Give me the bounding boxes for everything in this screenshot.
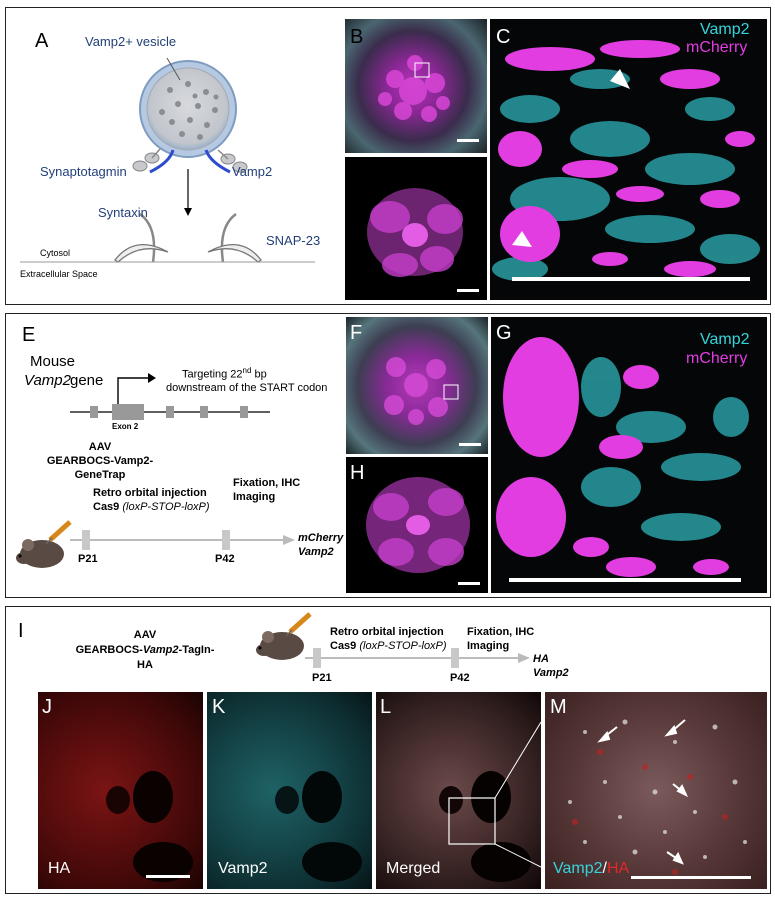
legend-g-vamp2: Vamp2 — [700, 331, 750, 348]
p21-e: P21 — [78, 553, 98, 565]
vesicle-dots — [159, 81, 219, 140]
gene-diagram — [70, 373, 270, 420]
panel-letter-f: F — [350, 322, 363, 344]
micrograph-g — [491, 317, 767, 593]
label-ha: HA — [48, 860, 71, 877]
aav-genetrap-label: AAV GEARBOCS-Vamp2- GeneTrap — [46, 441, 154, 481]
vesicle-label: Vamp2+ vesicle — [85, 34, 177, 49]
vamp2-gene-name: Vamp2 — [24, 372, 71, 389]
vamp2-label: Vamp2 — [232, 164, 273, 179]
targeting-line2: downstream of the START codon — [166, 382, 328, 394]
label-vamp2: Vamp2 — [218, 860, 268, 877]
micrograph-b — [345, 19, 487, 153]
micrograph-k — [207, 692, 372, 889]
syntaxin-label: Syntaxin — [98, 205, 148, 220]
panel-letter-k: K — [212, 696, 226, 718]
micrograph-c — [490, 19, 767, 300]
micrograph-f — [346, 317, 488, 454]
label-merged: Merged — [386, 860, 441, 877]
panel-letter-d: D — [350, 163, 365, 185]
fixation-e: Fixation, IHC Imaging — [233, 477, 301, 503]
panel-letter-e: E — [22, 324, 36, 346]
p21-i: P21 — [312, 672, 332, 684]
micrograph-m — [545, 692, 767, 889]
timeline-i — [305, 648, 530, 668]
p42-i: P42 — [450, 672, 470, 684]
label-vamp2-ha: Vamp2/HA — [553, 860, 630, 877]
gene-word: gene — [70, 372, 104, 389]
synaptotagmin-label: Synaptotagmin — [40, 164, 127, 179]
legend-c-mcherry: mCherry — [686, 39, 748, 56]
timeline-e — [70, 530, 295, 550]
micrograph-h — [346, 457, 488, 593]
aav-tagin-label: AAV GEARBOCS-Vamp2-TagIn-HA — [75, 629, 215, 671]
panel-letter-h: H — [350, 462, 365, 484]
mouse-label: Mouse — [30, 353, 76, 370]
output-e: mCherry Vamp2 — [298, 532, 344, 558]
exon-label: Exon 2 — [112, 422, 139, 431]
panel-letter-b: B — [350, 26, 364, 48]
panel-letter-m: M — [550, 696, 567, 718]
legend-g-mcherry: mCherry — [686, 350, 748, 367]
cytosol-label: Cytosol — [40, 248, 71, 258]
mouse-syringe-icon-i — [256, 612, 312, 660]
vesicle-fusion-schematic — [20, 57, 315, 263]
targeting-line1: Targeting 22nd bp — [182, 366, 267, 381]
p42-e: P42 — [215, 553, 235, 565]
panel-letter-g: G — [496, 322, 512, 344]
output-i: HA Vamp2 — [533, 653, 569, 679]
micrograph-d — [345, 157, 487, 300]
extracellular-label: Extracellular Space — [20, 269, 98, 279]
micrograph-l — [376, 692, 541, 889]
panel-letter-a: A — [35, 30, 49, 52]
panel-letter-c: C — [496, 26, 511, 48]
snap23-label: SNAP-23 — [266, 233, 321, 248]
retro-injection-i: Retro orbital injection Cas9 (loxP-STOP-… — [330, 626, 447, 652]
mouse-syringe-icon — [16, 520, 72, 568]
panel-letter-j: J — [42, 696, 52, 718]
retro-injection-e: Retro orbital injection Cas9 (loxP-STOP-… — [93, 487, 210, 513]
fixation-i: Fixation, IHC Imaging — [467, 626, 535, 652]
legend-c-vamp2: Vamp2 — [700, 21, 750, 38]
panel-letter-l: L — [380, 696, 392, 718]
panel-letter-i: I — [18, 620, 24, 642]
micrograph-j — [38, 692, 203, 889]
